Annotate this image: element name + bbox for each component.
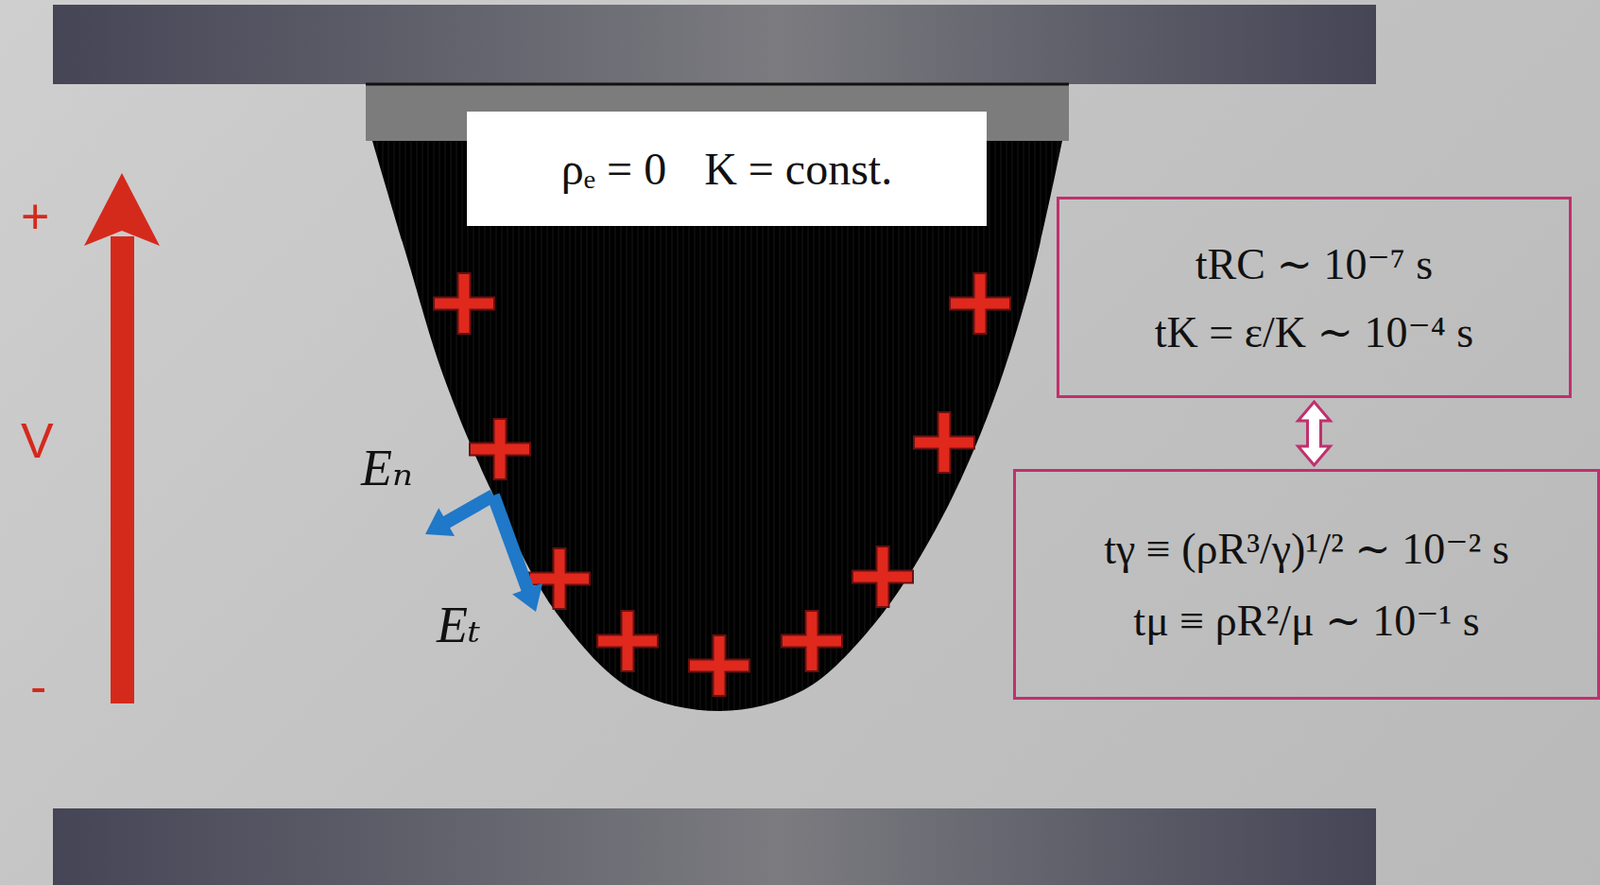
charge-outline [596,609,659,672]
charge-cross [530,549,589,608]
voltage-label: - [30,661,47,711]
charge-outline [468,417,532,481]
field-arrow-head [425,507,455,536]
surface-charges [432,272,1012,697]
condition-box: ρₑ = 0 K = const. [466,111,987,226]
formula-text: tγ ≡ (ρR³/γ)¹/² ∼ 10⁻² s [1103,522,1510,574]
charge-cross [470,419,530,479]
voltage-arrow [84,172,160,704]
timescale-box: tγ ≡ (ρR³/γ)¹/² ∼ 10⁻² s tμ ≡ ρR²/μ ∼ 10⁻… [1013,468,1600,700]
bottom-electrode [52,808,1377,885]
formula-text: ρₑ = 0 [561,142,667,195]
field-arrow-head [512,583,543,612]
drop [372,140,1063,711]
formula-text: tμ ≡ ρR²/μ ∼ 10⁻¹ s [1133,594,1480,646]
charge-cross [853,547,912,606]
charge-outline [912,411,976,474]
charge-outline [851,545,914,608]
charge-symbol [912,411,976,474]
field-label: Eₙ [361,442,413,494]
field-label: Eₜ [436,599,481,651]
voltage-label: V [20,415,54,465]
charge-cross [689,636,749,695]
charge-symbol [468,417,532,481]
charge-symbol [596,609,659,672]
charge-outline [948,272,1012,335]
charge-symbol [780,609,844,672]
field-arrow-shaft [441,495,494,525]
field-arrow-shaft [493,495,530,594]
field-arrows [425,495,543,612]
charge-cross [950,274,1010,333]
charge-outline [432,272,496,335]
arrow-head [84,172,160,246]
double-arrow [1298,401,1331,465]
top-electrode [52,4,1377,85]
charge-cross [914,412,974,472]
charge-symbol [948,272,1012,335]
formula-text: tK = ε/K ∼ 10⁻⁴ s [1154,306,1475,358]
charge-cross [598,611,657,671]
formula-text: tRC ∼ 10⁻⁷ s [1195,238,1433,290]
formula-text: K = const. [704,142,893,195]
charge-cross [434,274,494,333]
timescale-box: tRC ∼ 10⁻⁷ s tK = ε/K ∼ 10⁻⁴ s [1056,196,1572,398]
charge-symbol [688,634,751,697]
charge-outline [780,609,844,672]
nozzle-edge [365,83,1069,87]
charge-cross [782,611,842,671]
arrow-shaft [110,236,135,704]
voltage-label: + [20,191,50,241]
charge-symbol [432,272,496,335]
charge-symbol [851,545,914,608]
charge-outline [688,634,751,697]
